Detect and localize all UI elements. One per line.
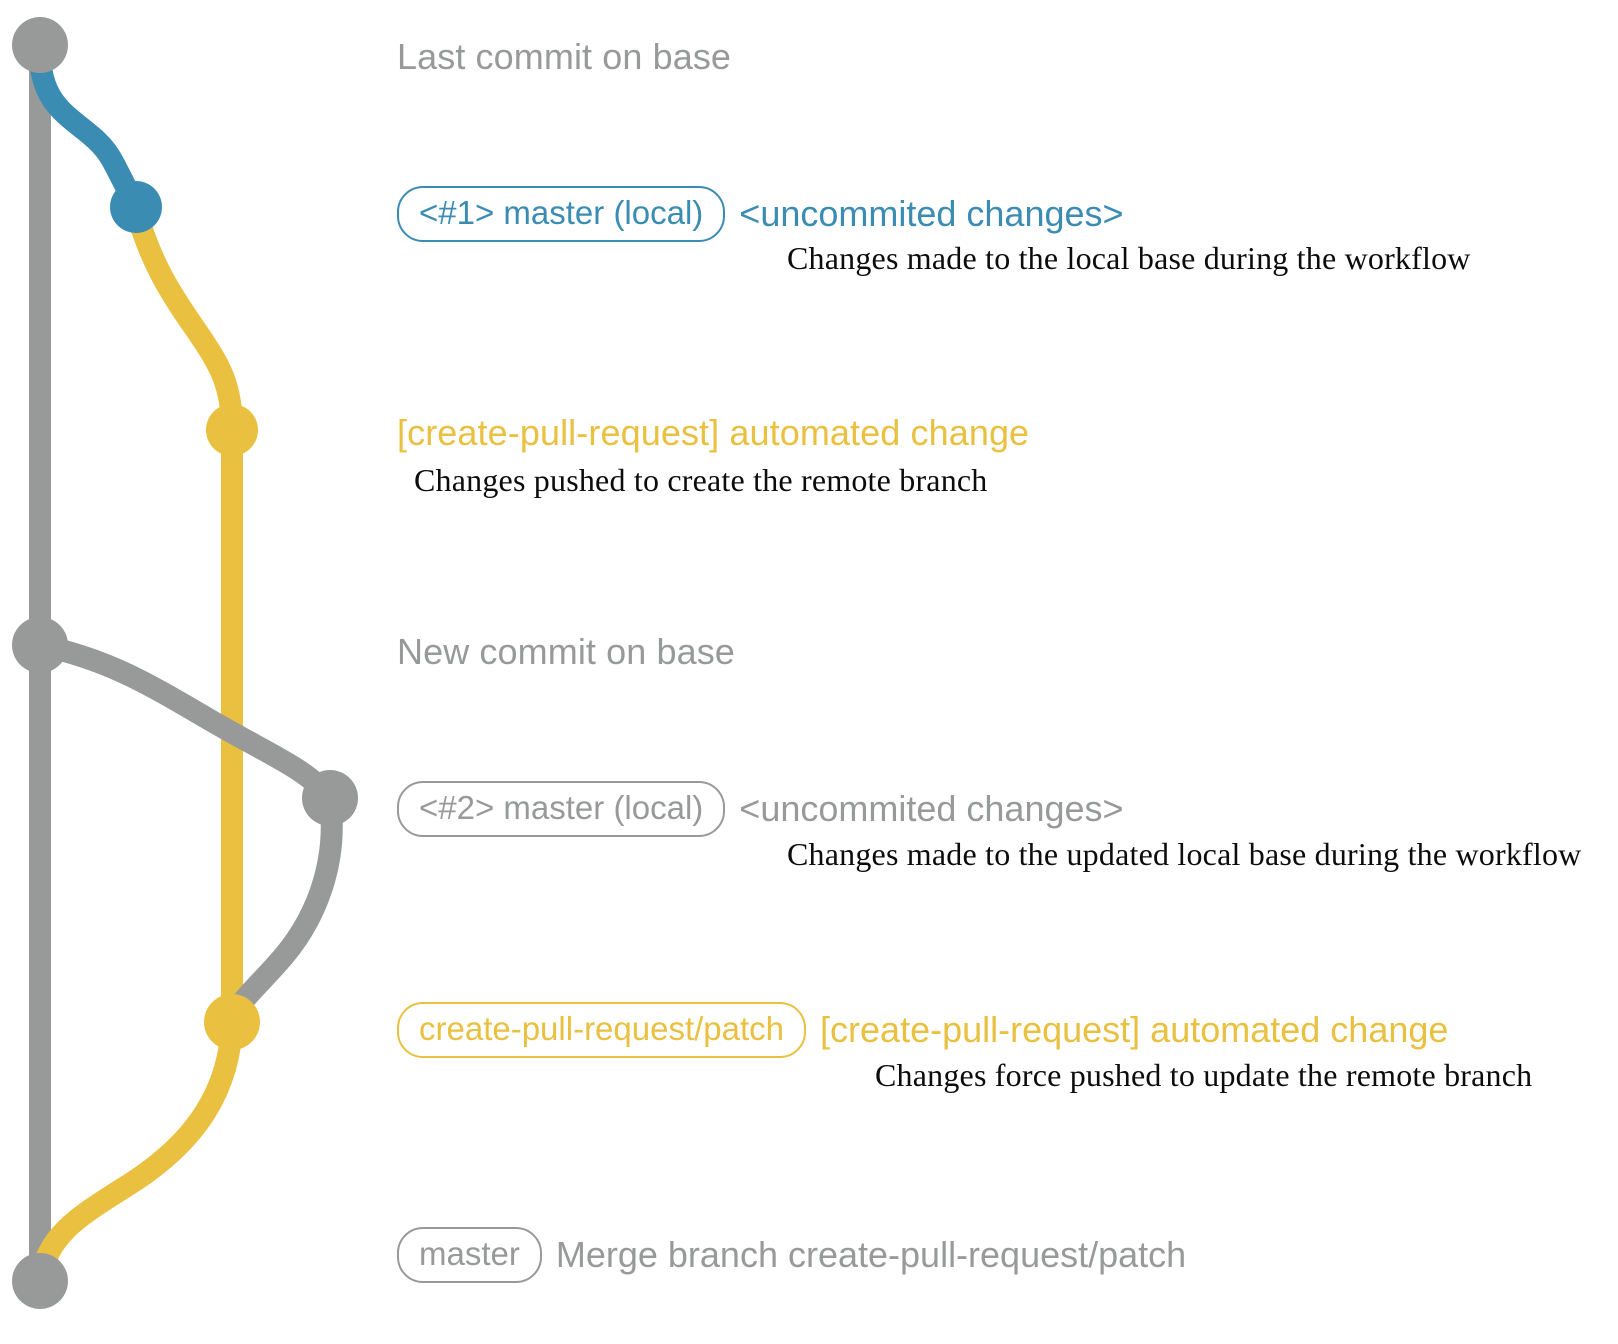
branch-badge-local-2-label: <#2> master (local)	[419, 789, 704, 826]
commit-row-patch-2: create-pull-request/patch [create-pull-r…	[397, 1002, 1448, 1058]
merge-line	[29, 1011, 243, 1292]
commit-dot-patch-2[interactable]	[204, 994, 260, 1050]
patch-1-branch-line	[125, 199, 243, 441]
commit-dot-base-last[interactable]	[12, 17, 68, 73]
commit-title-last-commit-on-base: Last commit on base	[397, 36, 732, 77]
commit-dot-patch-1[interactable]	[206, 404, 258, 456]
commit-dot-local-1[interactable]	[110, 181, 162, 233]
commit-dot-base-new[interactable]	[12, 617, 68, 673]
branch-badge-local-2[interactable]: <#2> master (local)	[397, 781, 726, 837]
commit-row-local-2: <#2> master (local) <uncommited changes>	[397, 781, 1124, 837]
local-2-branch-line	[29, 634, 341, 809]
branch-badge-local-1-label: <#1> master (local)	[419, 194, 704, 231]
commit-description-patch-2: Changes force pushed to update the remot…	[875, 1057, 1533, 1093]
commit-dot-local-2[interactable]	[302, 770, 358, 826]
commit-description-local-2: Changes made to the updated local base d…	[787, 836, 1582, 872]
branch-badge-master-label: master	[419, 1235, 520, 1272]
branch-badge-master[interactable]: master	[397, 1227, 542, 1283]
branch-badge-local-1[interactable]: <#1> master (local)	[397, 186, 726, 242]
commit-description-local-1: Changes made to the local base during th…	[787, 240, 1471, 276]
branch-badge-patch-2-label: create-pull-request/patch	[419, 1010, 785, 1047]
commit-message-local-2: <uncommited changes>	[739, 788, 1124, 829]
commit-title-new-commit-on-base: New commit on base	[397, 631, 735, 672]
commit-message-patch-2: [create-pull-request] automated change	[820, 1009, 1449, 1050]
commit-message-merge: Merge branch create-pull-request/patch	[555, 1234, 1187, 1275]
branch-badge-patch-2[interactable]: create-pull-request/patch	[397, 1002, 807, 1058]
commit-row-merge: master Merge branch create-pull-request/…	[397, 1227, 1186, 1283]
commit-message-local-1: <uncommited changes>	[739, 193, 1124, 234]
commit-dot-merge-master[interactable]	[12, 1253, 68, 1309]
commit-title-patch-1: [create-pull-request] automated change	[397, 412, 1030, 453]
commit-row-local-1: <#1> master (local) <uncommited changes>	[397, 186, 1124, 242]
commit-description-patch-1: Changes pushed to create the remote bran…	[414, 462, 988, 498]
